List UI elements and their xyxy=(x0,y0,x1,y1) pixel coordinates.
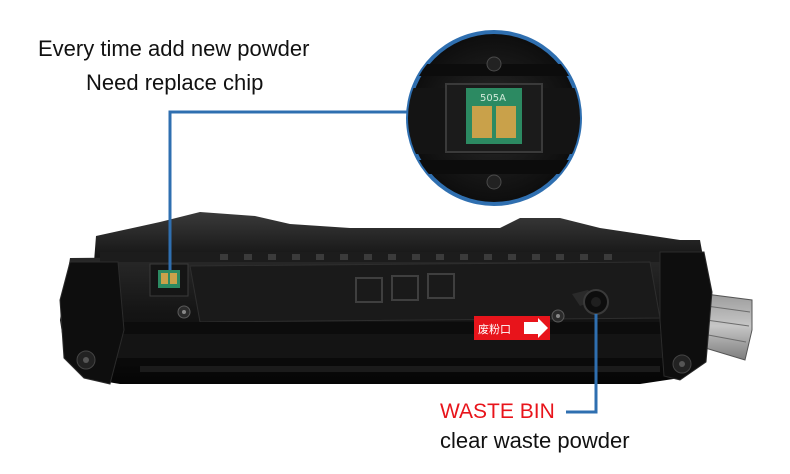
arrow-right-icon xyxy=(524,318,548,338)
chip-label: 505A xyxy=(480,93,506,104)
waste-bin-title: WASTE BIN xyxy=(440,400,555,423)
chip-callout-text-line2: Need replace chip xyxy=(86,70,264,95)
waste-callout-line xyxy=(566,314,598,414)
left-end-cap xyxy=(59,261,125,385)
right-end-cap xyxy=(659,251,713,381)
chip-zoom-inset: 505A xyxy=(406,30,582,206)
chip-callout-text-line1: Every time add new powder xyxy=(38,36,310,61)
cartridge-top xyxy=(94,212,704,262)
waste-sticker-text: 废粉口 xyxy=(478,322,511,336)
chip-callout-line xyxy=(168,110,408,270)
waste-bin-subtitle: clear waste powder xyxy=(440,428,630,453)
